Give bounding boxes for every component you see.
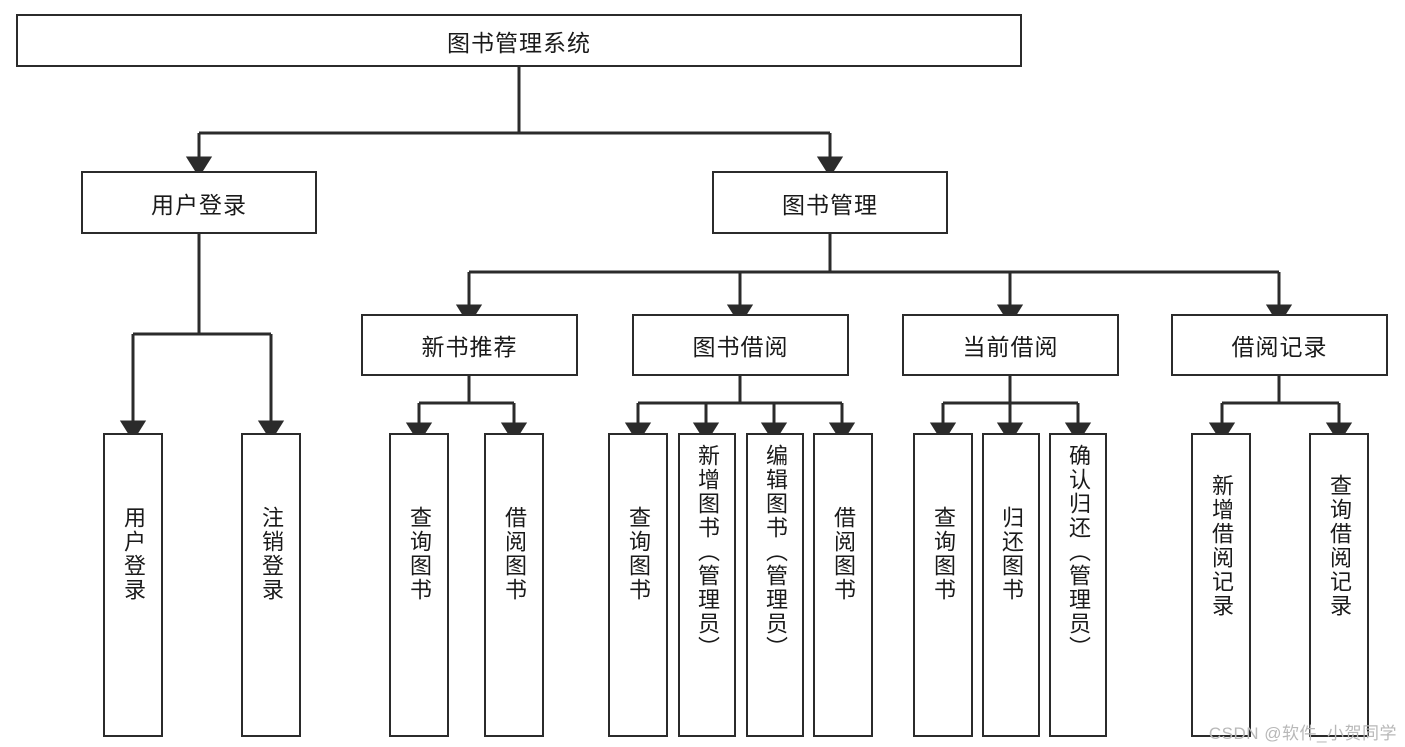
node-root-label: 图书管理系统: [447, 29, 591, 56]
node-leaf-edit-book-label: 编辑图书（管理员）: [762, 444, 788, 660]
node-book-borrow-label: 图书借阅: [692, 334, 789, 360]
node-leaf-user-login-label: 用户登录: [120, 506, 146, 602]
node-new-book-rec[interactable]: 新书推荐: [361, 314, 578, 376]
node-new-book-rec-label: 新书推荐: [421, 334, 518, 360]
node-leaf-borrow-book-2-label: 借阅图书: [830, 506, 856, 602]
node-leaf-add-book[interactable]: 新增图书（管理员）: [678, 433, 736, 737]
node-leaf-add-record-label: 新增借阅记录: [1208, 474, 1234, 618]
node-leaf-return-book[interactable]: 归还图书: [982, 433, 1040, 737]
node-leaf-logout[interactable]: 注销登录: [241, 433, 301, 737]
node-leaf-logout-label: 注销登录: [258, 506, 284, 602]
node-leaf-query-record-label: 查询借阅记录: [1326, 474, 1352, 618]
node-borrow-record[interactable]: 借阅记录: [1171, 314, 1388, 376]
node-leaf-query-book-1-label: 查询图书: [406, 506, 432, 602]
node-leaf-query-book-2[interactable]: 查询图书: [608, 433, 668, 737]
node-current-borrow-label: 当前借阅: [962, 334, 1059, 360]
csdn-watermark: CSDN @软件_小贺同学: [1208, 724, 1397, 743]
node-leaf-borrow-book-2[interactable]: 借阅图书: [813, 433, 873, 737]
node-book-manage[interactable]: 图书管理: [712, 171, 948, 234]
node-leaf-add-record[interactable]: 新增借阅记录: [1191, 433, 1251, 737]
node-leaf-query-book-3-label: 查询图书: [930, 506, 956, 602]
node-leaf-query-book-2-label: 查询图书: [625, 506, 651, 602]
node-current-borrow[interactable]: 当前借阅: [902, 314, 1119, 376]
node-leaf-return-book-label: 归还图书: [998, 506, 1024, 602]
node-leaf-confirm-return-label: 确认归还（管理员）: [1065, 444, 1091, 660]
node-leaf-confirm-return[interactable]: 确认归还（管理员）: [1049, 433, 1107, 737]
node-user-login-label: 用户登录: [151, 191, 247, 218]
node-leaf-query-book-1[interactable]: 查询图书: [389, 433, 449, 737]
node-root[interactable]: 图书管理系统: [16, 14, 1022, 67]
node-leaf-borrow-book-1-label: 借阅图书: [501, 506, 527, 602]
node-user-login[interactable]: 用户登录: [81, 171, 317, 234]
node-leaf-edit-book[interactable]: 编辑图书（管理员）: [746, 433, 804, 737]
node-leaf-user-login[interactable]: 用户登录: [103, 433, 163, 737]
node-leaf-borrow-book-1[interactable]: 借阅图书: [484, 433, 544, 737]
node-leaf-query-record[interactable]: 查询借阅记录: [1309, 433, 1369, 737]
node-leaf-add-book-label: 新增图书（管理员）: [694, 444, 720, 660]
node-book-manage-label: 图书管理: [782, 191, 878, 218]
node-book-borrow[interactable]: 图书借阅: [632, 314, 849, 376]
node-borrow-record-label: 借阅记录: [1231, 334, 1328, 360]
node-leaf-query-book-3[interactable]: 查询图书: [913, 433, 973, 737]
